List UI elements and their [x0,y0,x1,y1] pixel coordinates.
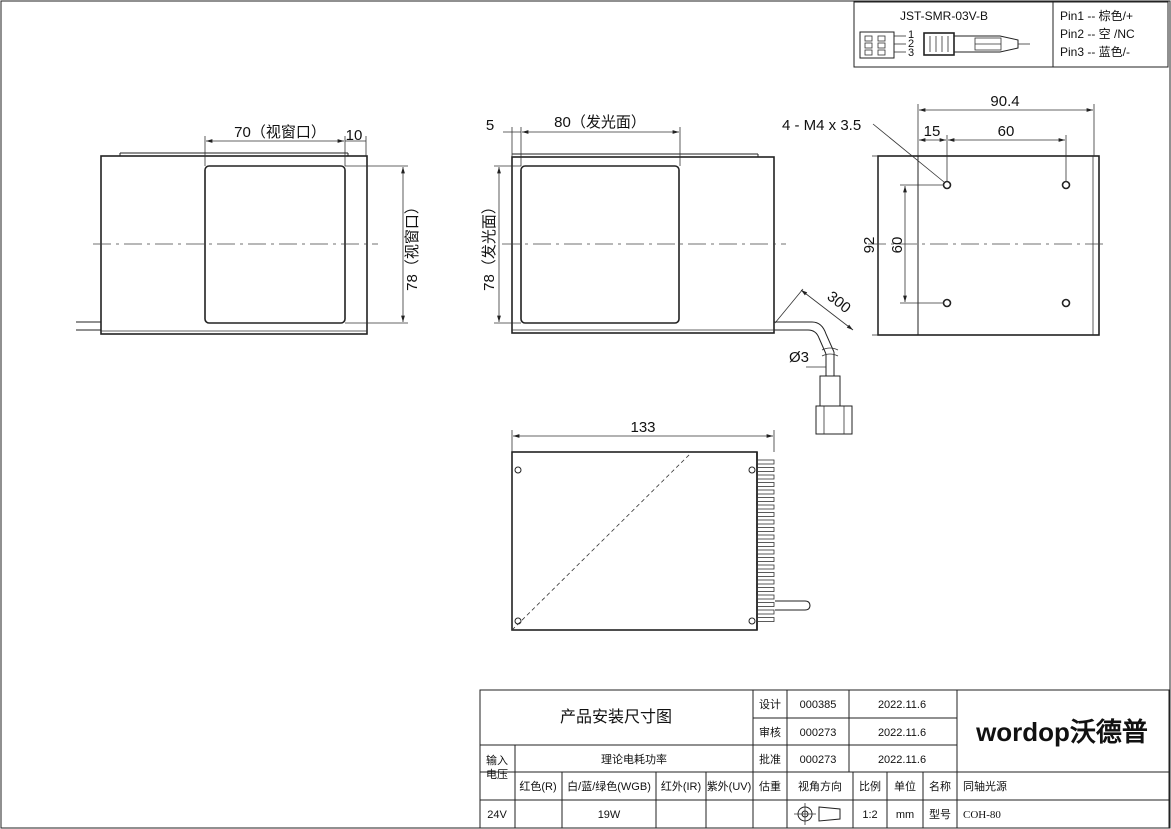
bottom-width-dim: 133 [630,419,655,436]
front-margin-dim: 10 [346,127,363,144]
title-block [479,689,1170,829]
power-value: 19W [598,809,621,821]
side-pitch-dim: 60 [998,123,1015,140]
bottom-view [511,430,811,631]
front-view [76,136,408,335]
col-uv: 紫外(UV) [707,780,752,793]
pin1-label: Pin1 -- 棕色/+ [1060,8,1133,23]
unit-value: mm [896,809,914,821]
pin-number-1: 1 [908,29,914,41]
drawing-title: 产品安装尺寸图 [560,708,672,726]
side-view [868,104,1104,336]
middle-offset-dim: 5 [486,117,494,134]
date-approve: 2022.11.6 [878,754,926,766]
side-vpitch-dim: 60 [889,237,906,254]
date-review: 2022.11.6 [878,727,926,739]
front-width-dim: 70（视窗口） [234,123,326,141]
side-total-dim: 90.4 [990,93,1019,110]
heatsink-fin [756,609,775,615]
heatsink-fin [756,564,775,570]
role-design: 设计 [759,698,781,711]
company-logo: wordop沃德普 [975,717,1148,747]
col-name: 名称 [929,779,951,793]
id-design: 000385 [800,699,837,711]
heatsink-fin [756,519,775,525]
name-value: 同轴光源 [963,779,1007,793]
power-header: 理论电耗功率 [601,752,667,766]
heatsink-fin [756,542,775,547]
connector-model: JST-SMR-03V-B [900,9,988,23]
heatsink-fin [756,594,775,600]
voltage-value: 24V [487,809,507,821]
pin2-label: Pin2 -- 空 /NC [1060,27,1135,41]
heatsink-fin [756,497,775,502]
id-approve: 000273 [800,754,837,766]
col-red: 红色(R) [519,779,556,793]
heatsink-fin [756,557,775,562]
col-view: 视角方向 [798,779,842,793]
col-unit: 单位 [894,779,916,793]
heatsink-fin [756,534,775,540]
heatsink-fin [756,489,775,495]
role-approve: 批准 [759,752,781,766]
model-value: COH-80 [963,809,1001,821]
input-voltage-label: 输入电压 [486,753,508,781]
projection-symbol-icon [794,803,841,825]
mount-holes-dim: 4 - M4 x 3.5 [782,117,861,134]
model-label: 型号 [929,807,951,821]
col-white: 白/蓝/绿色(WGB) [567,779,651,793]
heatsink-fin [756,467,775,472]
pin-number-2: 2 [908,38,914,50]
heatsink-fin [756,602,775,607]
heatsink-fin [756,474,775,480]
pin-number-3: 3 [908,47,914,59]
heatsink-fin [756,617,775,622]
side-offset-dim: 15 [924,123,941,140]
id-review: 000273 [800,727,837,739]
heatsink-fin [756,579,775,585]
heatsink-fin [756,572,775,577]
scale-value: 1:2 [862,809,877,821]
side-height-dim: 92 [861,237,878,254]
pin3-label: Pin3 -- 蓝色/- [1060,45,1130,59]
middle-height-dim: 78（发光面） [481,199,498,291]
front-height-dim: 78（视窗口） [403,199,421,291]
connector-icon [859,31,1030,59]
cable-diameter-dim: Ø3 [789,349,809,366]
heatsink-fin [756,587,775,592]
col-scale: 比例 [859,779,881,793]
heatsink-fin [756,549,775,555]
col-weight: 估重 [759,779,781,793]
date-design: 2022.11.6 [878,699,926,711]
heatsink-fin [756,504,775,510]
role-review: 审核 [759,725,781,739]
cable-length-dim: 300 [824,288,854,317]
heatsink-fin [756,459,775,465]
heatsink-fin [756,527,775,532]
heatsink-fin [756,512,775,517]
connector-box: JST-SMR-03V-B 1 2 3 Pin1 -- 棕色/+ [853,1,1169,68]
col-ir: 红外(IR) [661,780,701,793]
heatsink-fin [756,482,775,487]
middle-width-dim: 80（发光面） [554,114,646,131]
middle-view [494,127,854,435]
